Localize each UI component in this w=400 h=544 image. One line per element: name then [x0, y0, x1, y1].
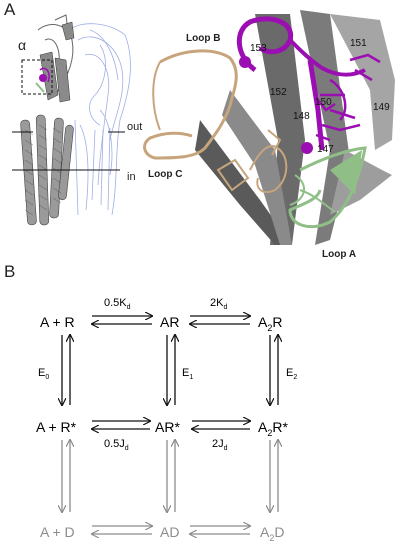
panel-label-b: B [4, 262, 16, 281]
residue-151: 151 [350, 38, 367, 49]
loop-a-label: Loop A [322, 249, 356, 260]
residue-147: 147 [317, 144, 334, 155]
membrane-out-label: out [127, 121, 142, 133]
residue-149: 149 [373, 102, 390, 113]
state-a2r: A2R [258, 314, 282, 333]
residue-150: 150 [315, 97, 332, 108]
residue-148: 148 [293, 111, 310, 122]
receptor-overview [12, 14, 131, 226]
state-a-plus-rstar: A + R* [36, 419, 77, 435]
state-a-plus-d: A + D [40, 524, 75, 540]
state-ad: AD [160, 524, 179, 540]
rate-e0: E0 [38, 367, 49, 381]
loop-b-label: Loop B [186, 33, 220, 44]
rate-2kd: 2Kd [210, 297, 227, 311]
state-a-plus-r: A + R [40, 314, 75, 330]
membrane-in-label: in [127, 171, 136, 183]
state-arstar: AR* [155, 419, 180, 435]
alpha-label: α [18, 37, 26, 53]
state-a2rstar: A2R* [258, 419, 288, 438]
residue-153: 153 [250, 43, 267, 54]
rate-0.5kd: 0.5Kd [104, 297, 131, 311]
rate-e1: E1 [182, 367, 193, 381]
state-a2d: A2D [260, 524, 284, 543]
structure-figure: α out in Loop B Loop C Loop A 153 151 15… [12, 10, 395, 260]
state-ar: AR [160, 314, 179, 330]
rate-2jd: 2Jd [212, 438, 228, 452]
loop-c-label: Loop C [148, 169, 182, 180]
rate-e2: E2 [286, 367, 297, 381]
panel-label-a: A [4, 0, 16, 19]
binding-site-closeup [143, 10, 395, 245]
zoom-box [21, 59, 53, 95]
residue-152: 152 [270, 87, 287, 98]
rate-0.5jd: 0.5Jd [104, 438, 129, 452]
